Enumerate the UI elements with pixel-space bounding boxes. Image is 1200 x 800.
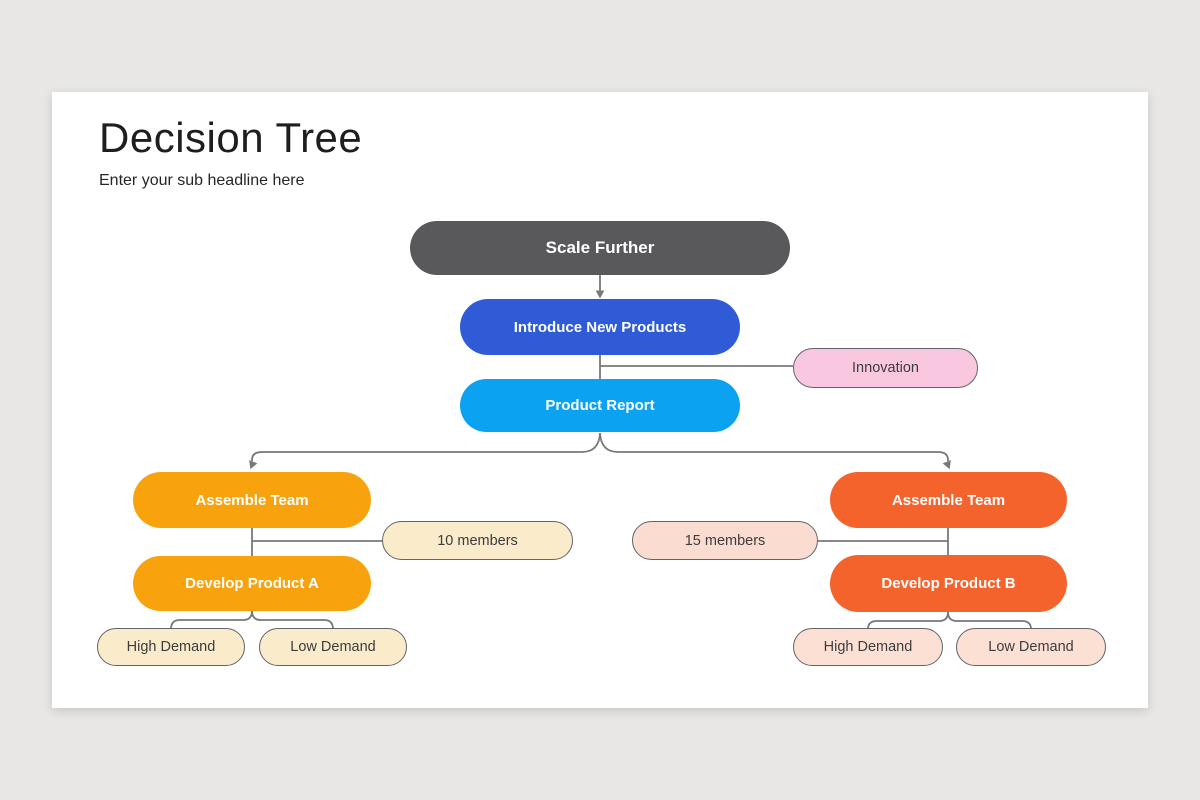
- node-develop-product-a: Develop Product A: [133, 556, 371, 611]
- node-high-demand-left: High Demand: [97, 628, 245, 666]
- node-develop-product-b: Develop Product B: [830, 555, 1067, 612]
- connector-split-left: [251, 432, 601, 461]
- node-product-report: Product Report: [460, 379, 740, 432]
- arrowhead-left: [249, 460, 258, 470]
- node-15-members: 15 members: [632, 521, 818, 560]
- slide-canvas: Decision Tree Enter your sub headline he…: [52, 92, 1148, 708]
- arrowhead-right: [942, 460, 951, 470]
- node-low-demand-right: Low Demand: [956, 628, 1106, 666]
- node-low-demand-left: Low Demand: [259, 628, 407, 666]
- node-high-demand-right: High Demand: [793, 628, 943, 666]
- connector-bracket-left-a: [170, 610, 253, 630]
- node-scale-further: Scale Further: [410, 221, 790, 275]
- node-introduce-new-products: Introduce New Products: [460, 299, 740, 355]
- node-innovation: Innovation: [793, 348, 978, 388]
- connector-bracket-right-a: [867, 611, 949, 630]
- connector-bracket-right-b: [947, 611, 1032, 630]
- arrowhead-root: [595, 290, 605, 299]
- page-subtitle: Enter your sub headline here: [99, 172, 305, 189]
- page-title: Decision Tree: [99, 114, 363, 161]
- node-assemble-team-right: Assemble Team: [830, 472, 1067, 528]
- node-10-members: 10 members: [382, 521, 573, 560]
- node-assemble-team-left: Assemble Team: [133, 472, 371, 528]
- connector-split-right: [599, 432, 949, 461]
- connector-bracket-left-b: [251, 610, 334, 630]
